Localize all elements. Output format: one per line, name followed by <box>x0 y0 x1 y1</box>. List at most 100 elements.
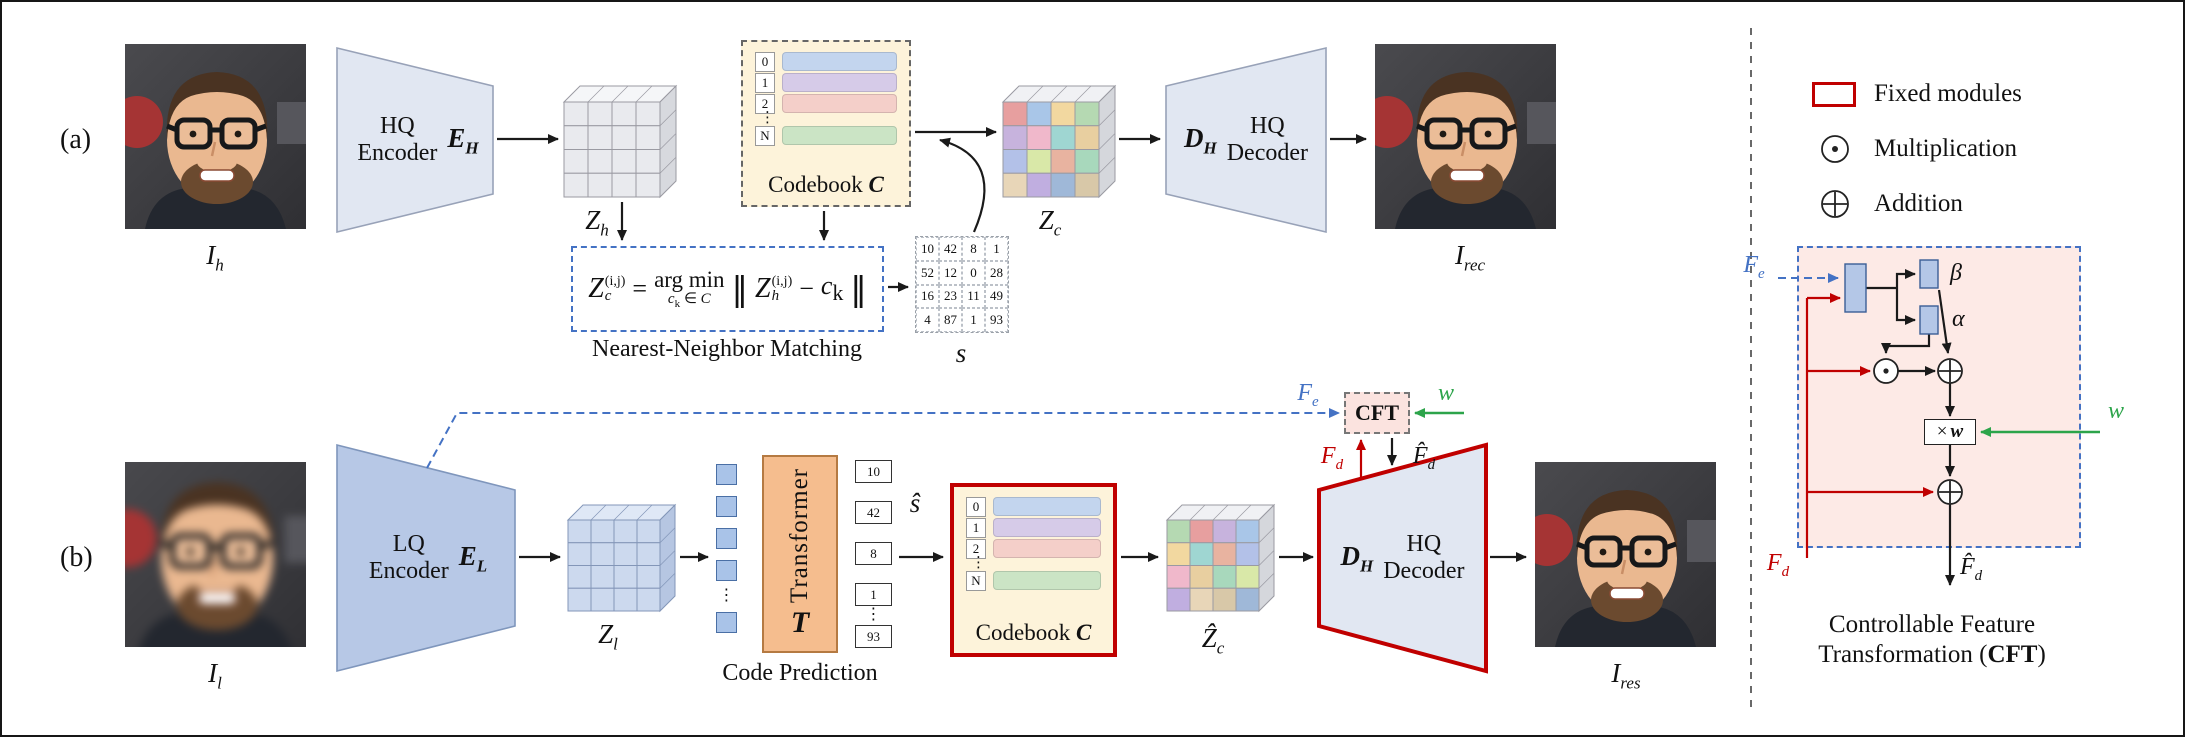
transformer-module: Transformer T <box>762 455 838 653</box>
cft-detail-box <box>1797 246 2081 548</box>
input-token <box>716 528 737 549</box>
zh-cube <box>562 84 678 199</box>
codebook-row-vector <box>993 497 1101 516</box>
codebook-row: 0 <box>755 51 897 72</box>
codebook-row-index: 2 <box>755 93 775 114</box>
codebook-row: 1 <box>966 517 1101 538</box>
input-token <box>716 560 737 581</box>
alpha-label: α <box>1952 306 1965 332</box>
equals: = <box>632 274 648 303</box>
fd-detail-label: Fd <box>1766 550 1790 580</box>
panel-b-tag: (b) <box>60 542 93 573</box>
multiply-w-box: ×w <box>1924 419 1976 445</box>
zl-cube <box>566 503 677 613</box>
codebook-ellipsis: ⋮ <box>760 110 775 126</box>
pred-token: 42 <box>855 501 892 524</box>
input-hq-photo <box>125 44 306 229</box>
reconstructed-photo <box>1375 44 1556 229</box>
pred-token: 93 <box>855 625 892 648</box>
input-token-ellipsis: ⋮ <box>718 587 735 604</box>
input-token <box>716 496 737 517</box>
pred-token: 8 <box>855 542 892 565</box>
codebook-row-index: 2 <box>966 538 986 559</box>
s-cell: 93 <box>985 308 1008 332</box>
panel-a-tag: (a) <box>60 124 92 155</box>
s-cell: 12 <box>939 260 962 285</box>
s-cell: 4 <box>916 308 939 332</box>
s-cell: 11 <box>962 284 985 309</box>
pred-token-ellipsis: ⋮ <box>865 606 882 623</box>
beta-label: β <box>1950 260 1962 286</box>
s-cell: 1 <box>985 237 1008 261</box>
minus: − <box>799 274 814 303</box>
codebook-row-index: 0 <box>966 496 986 517</box>
pred-token: 1 <box>855 583 892 606</box>
codebook-row: 2 <box>966 538 1101 559</box>
codebook-row-vector <box>993 571 1101 590</box>
norm-close: ‖ <box>850 269 867 309</box>
zl-label: Zl <box>598 619 618 654</box>
codebook-row: N <box>755 125 897 146</box>
legend-multiply-label: Multiplication <box>1874 135 2018 162</box>
s-cell: 87 <box>939 308 962 332</box>
s-cell: 52 <box>916 260 939 285</box>
ih-label: Ih <box>206 240 224 275</box>
codebook-row-vector <box>782 52 897 71</box>
transformer-symbol: T <box>790 605 810 639</box>
legend-fixed-label: Fixed modules <box>1874 80 2022 107</box>
codebook-row: 0 <box>966 496 1101 517</box>
transformer-label: Transformer <box>786 468 813 604</box>
ck-term: ck <box>820 271 844 306</box>
s-cell: 16 <box>916 284 939 309</box>
codebook-row: 1 <box>755 72 897 93</box>
s-cell: 1 <box>962 308 985 332</box>
irec-label: Irec <box>1454 240 1486 275</box>
fe-inline-label: Fe <box>1297 380 1319 410</box>
ires-label: Ires <box>1611 658 1641 693</box>
portrait-illustration <box>1535 462 1716 647</box>
w-detail-label: w <box>2107 398 2124 424</box>
fe-detail-label: Fe <box>1743 252 1765 282</box>
codebook-b-title: Codebook C <box>975 620 1092 645</box>
codebook-ellipsis: ⋮ <box>971 555 986 571</box>
norm-open: ‖ <box>731 269 749 309</box>
code-prediction-caption: Code Prediction <box>722 660 878 686</box>
codebook-row-vector <box>782 73 897 92</box>
multiplication-legend-icon <box>1821 135 1849 163</box>
codebook-row-index: 0 <box>755 51 775 72</box>
s-cell: 28 <box>985 260 1008 285</box>
il-label: Il <box>208 658 222 693</box>
zc-label: Zc <box>1038 205 1062 240</box>
portrait-illustration <box>125 44 306 229</box>
codebook-row-index: N <box>755 125 775 146</box>
cft-module: CFT <box>1344 392 1410 434</box>
s-cell: 23 <box>939 284 962 309</box>
codebook-row-index: 1 <box>966 517 986 538</box>
s-hat-label: ŝ <box>909 488 921 518</box>
pred-token: 10 <box>855 460 892 483</box>
s-cell: 8 <box>962 237 985 261</box>
codebook-row-index: N <box>966 570 986 591</box>
legend-add-label: Addition <box>1874 190 1963 217</box>
addition-legend-icon <box>1821 190 1849 218</box>
w-inline-label: w <box>1437 380 1454 406</box>
s-label: s <box>955 338 967 368</box>
codebook-a-title: Codebook C <box>768 172 884 197</box>
portrait-illustration <box>1375 44 1556 229</box>
fd-hat-inline-label: F̂d <box>1412 443 1436 473</box>
codebook-row-vector <box>782 94 897 113</box>
zh-label: Zh <box>585 205 609 240</box>
zc-hat-cube <box>1165 503 1276 613</box>
portrait-illustration <box>125 462 306 647</box>
s-cell: 10 <box>916 237 939 261</box>
codebook-row-index: 1 <box>755 72 775 93</box>
